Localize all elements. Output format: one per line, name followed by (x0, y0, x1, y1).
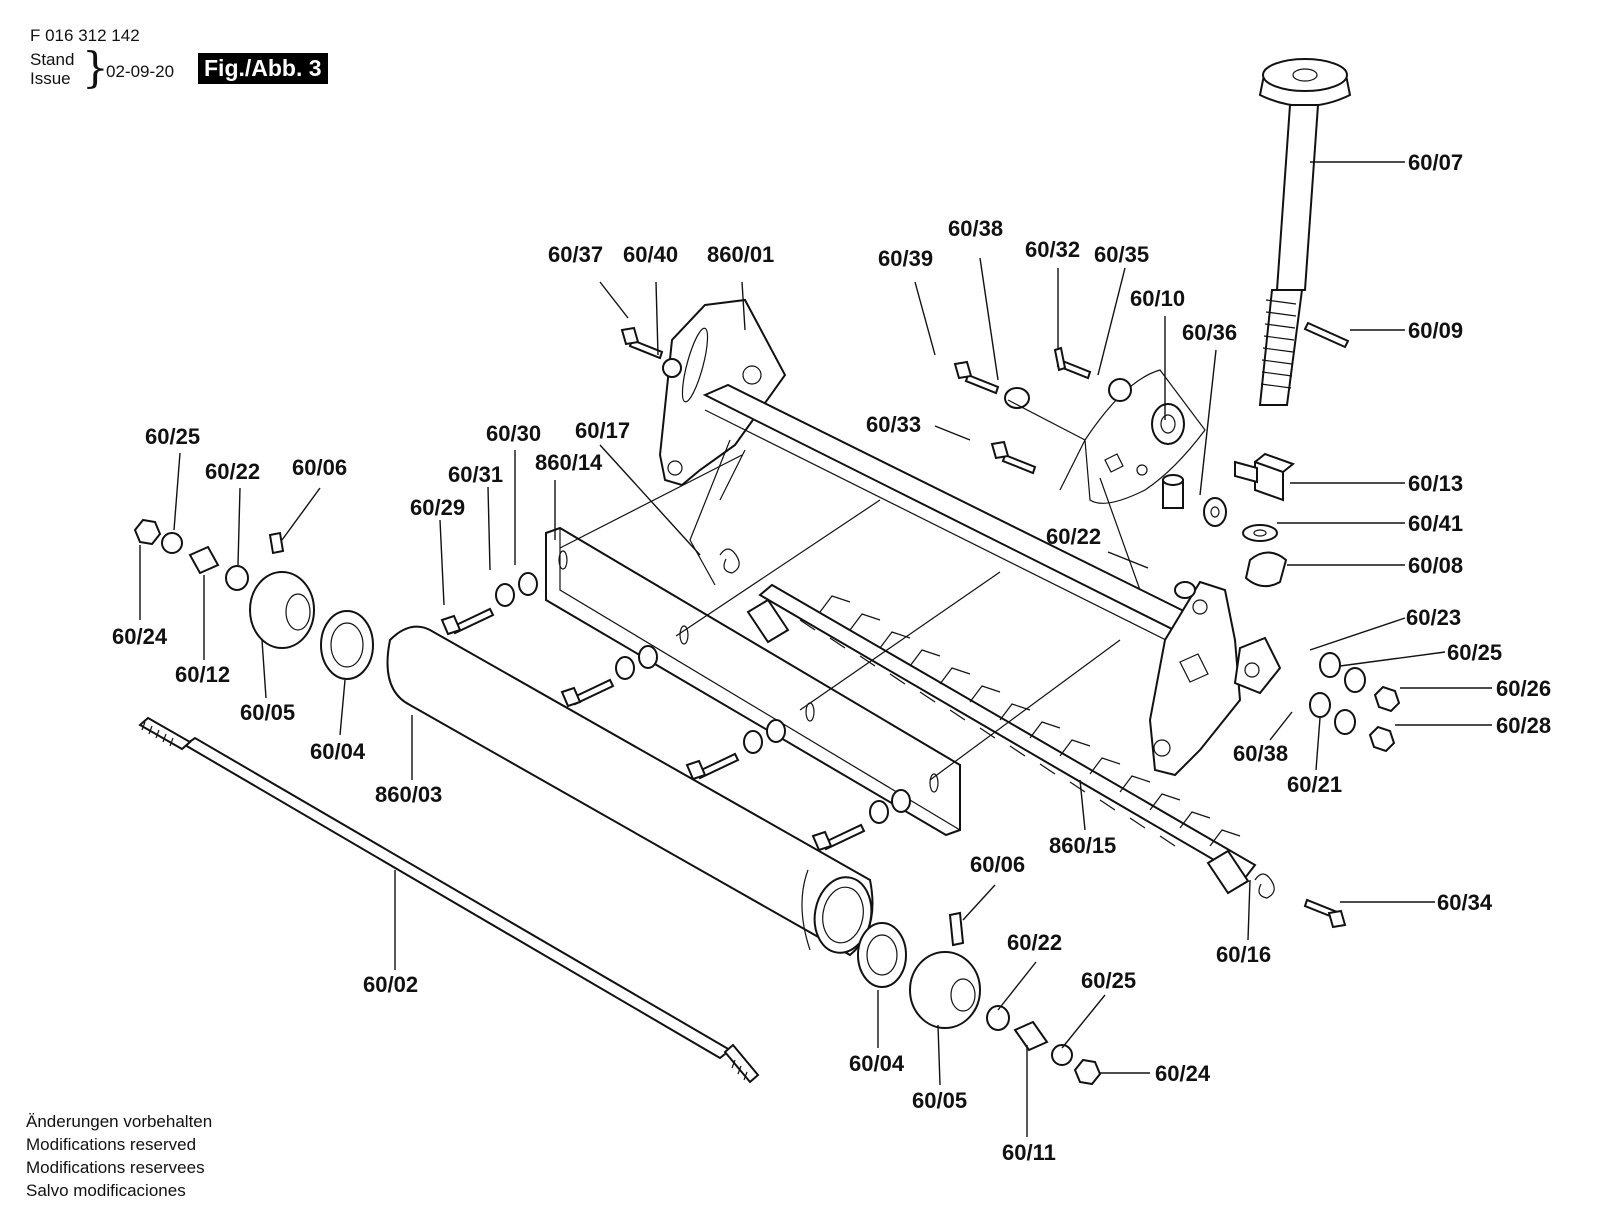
label-60-22-left: 60/22 (205, 459, 260, 484)
label-60-11: 60/11 (1002, 1140, 1056, 1165)
brace-symbol: } (82, 43, 109, 92)
leader-lines (139, 161, 1492, 1137)
label-60-02: 60/02 (363, 972, 418, 997)
label-60-28: 60/28 (1496, 713, 1551, 738)
modifications-notice: Änderungen vorbehalten Modifications res… (26, 1110, 212, 1202)
label-860-03: 860/03 (375, 782, 442, 807)
label-60-10: 60/10 (1130, 286, 1185, 311)
label-60-17: 60/17 (575, 418, 630, 443)
label-60-05-left: 60/05 (240, 700, 295, 725)
label-60-22-middle: 60/22 (1046, 524, 1101, 549)
label-60-09: 60/09 (1408, 318, 1463, 343)
label-860-15: 860/15 (1049, 833, 1116, 858)
label-60-39: 60/39 (878, 246, 933, 271)
label-60-30: 60/30 (486, 421, 541, 446)
label-60-34: 60/34 (1437, 890, 1493, 915)
label-60-08: 60/08 (1408, 553, 1463, 578)
label-60-24-bottom: 60/24 (1155, 1061, 1211, 1086)
label-60-25-right: 60/25 (1447, 640, 1502, 665)
screws-left (440, 326, 1347, 929)
label-60-22-bottom: 60/22 (1007, 930, 1062, 955)
issue-date: 02-09-20 (106, 62, 175, 81)
drawing (133, 58, 1401, 1086)
issue-label: Issue (30, 69, 71, 88)
rotor-shaft-part (719, 548, 1275, 899)
pin-part (1303, 321, 1350, 349)
right-side-plate (1148, 580, 1242, 777)
label-60-05-bottom: 60/05 (912, 1088, 967, 1113)
label-60-04-bottom: 60/04 (849, 1051, 905, 1076)
label-60-06-bottom: 60/06 (970, 852, 1025, 877)
label-60-38-top: 60/38 (948, 216, 1003, 241)
label-60-16: 60/16 (1216, 942, 1271, 967)
label-860-01: 860/01 (707, 242, 774, 267)
right-hardware (1174, 581, 1401, 753)
label-60-04-left: 60/04 (310, 739, 366, 764)
footer-line-en: Modifications reserved (26, 1135, 197, 1154)
label-60-21: 60/21 (1287, 772, 1342, 797)
label-60-06-left: 60/06 (292, 455, 347, 480)
label-60-37: 60/37 (548, 242, 603, 267)
label-860-14: 860/14 (535, 450, 603, 475)
footer-line-de: Änderungen vorbehalten (26, 1112, 213, 1131)
label-60-12: 60/12 (175, 662, 230, 687)
label-60-36: 60/36 (1182, 320, 1237, 345)
spindle-knob-part (1258, 58, 1352, 406)
label-60-25-bottom: 60/25 (1081, 968, 1136, 993)
label-60-29: 60/29 (410, 495, 465, 520)
stand-label: Stand (30, 50, 75, 69)
label-60-40: 60/40 (623, 242, 678, 267)
label-60-13: 60/13 (1408, 471, 1463, 496)
label-60-35: 60/35 (1094, 242, 1149, 267)
footer-line-fr: Modifications reservees (26, 1158, 205, 1177)
label-60-07: 60/07 (1408, 150, 1463, 175)
label-60-32: 60/32 (1025, 237, 1080, 262)
bottom-hardware (857, 911, 1102, 1086)
label-60-38-right: 60/38 (1233, 741, 1288, 766)
axle-part (138, 716, 760, 1084)
document-number: F 016 312 142 (30, 26, 140, 45)
label-60-41: 60/41 (1408, 511, 1463, 536)
label-60-33: 60/33 (866, 412, 921, 437)
part-labels: 60/07 60/09 60/13 60/41 60/08 60/23 60/2… (112, 150, 1551, 1165)
figure-label: Fig./Abb. 3 (198, 53, 328, 84)
label-60-25-left: 60/25 (145, 424, 200, 449)
label-60-24-left: 60/24 (112, 624, 168, 649)
left-end-hardware (133, 518, 374, 680)
stand-issue-labels: Stand Issue (30, 50, 74, 88)
footer-line-es: Salvo modificaciones (26, 1181, 186, 1200)
label-60-23: 60/23 (1406, 605, 1461, 630)
label-60-26: 60/26 (1496, 676, 1551, 701)
label-60-31: 60/31 (448, 462, 503, 487)
